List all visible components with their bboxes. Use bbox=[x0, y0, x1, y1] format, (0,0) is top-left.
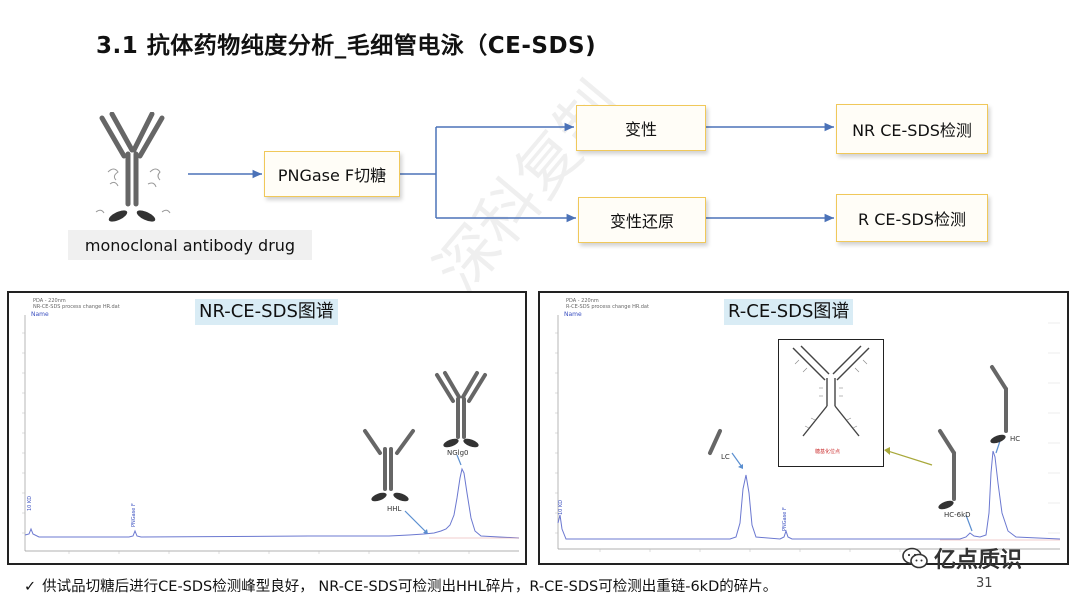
hhl-label: HHL bbox=[387, 505, 402, 513]
brand-name: 亿点质识 bbox=[934, 548, 1023, 573]
nr-detect-box: NR CE-SDS检测 bbox=[836, 104, 988, 154]
chart-header-2: NR-CE-SDS process change HR.dat bbox=[33, 304, 120, 310]
brand-logo: 亿点质识 bbox=[902, 542, 1022, 575]
check-icon: ✓ bbox=[24, 579, 37, 595]
hc-label: HC bbox=[1010, 435, 1021, 443]
lc-label: LC bbox=[721, 453, 730, 461]
footer-note: ✓ 供试品切糖后进行CE-SDS检测峰型良好， NR-CE-SDS可检测出HHL碎… bbox=[24, 575, 777, 596]
chart-header-name: Name bbox=[564, 311, 582, 318]
chart-header-1: PDA - 220nm bbox=[566, 298, 599, 304]
hc-6kd-label: HC-6kD bbox=[944, 511, 971, 519]
antibody-structure-diagram bbox=[792, 345, 870, 437]
peak-label-10kd: 10 KD bbox=[558, 499, 564, 515]
peak-label-10kd: 10 KD bbox=[27, 495, 33, 511]
r-electropherogram bbox=[555, 315, 1061, 552]
peak-label-pngase: PNGase F bbox=[131, 503, 137, 527]
nr-electropherogram bbox=[22, 315, 520, 554]
denature-box: 变性 bbox=[576, 105, 706, 151]
flow-connectors bbox=[188, 122, 834, 223]
denature-reduce-box: 变性还原 bbox=[578, 197, 706, 243]
r-panel-title: R-CE-SDS图谱 bbox=[724, 299, 854, 325]
wechat-icon bbox=[902, 547, 928, 575]
peak-label-pngase: PNGase F bbox=[782, 507, 788, 531]
antibody-label: monoclonal antibody drug bbox=[68, 230, 312, 260]
nr-panel-title: NR-CE-SDS图谱 bbox=[195, 299, 338, 325]
antibody-icon bbox=[95, 112, 171, 222]
footer-text: 供试品切糖后进行CE-SDS检测峰型良好， NR-CE-SDS可检测出HHL碎片… bbox=[42, 579, 778, 595]
glycosylation-inset: 糖基化位点 bbox=[778, 339, 884, 467]
pngase-box: PNGase F切糖 bbox=[264, 151, 400, 197]
r-detect-box: R CE-SDS检测 bbox=[836, 194, 988, 242]
chart-header-2: R-CE-SDS process change HR.dat bbox=[566, 304, 649, 310]
chart-header-name: Name bbox=[31, 311, 49, 318]
ngig0-label: NGlg0 bbox=[447, 449, 469, 457]
page-number: 31 bbox=[976, 576, 993, 591]
chart-header-1: PDA - 220nm bbox=[33, 298, 66, 304]
r-ce-sds-panel: PDA - 220nm R-CE-SDS process change HR.d… bbox=[538, 291, 1069, 565]
nr-ce-sds-panel: PDA - 220nm NR-CE-SDS process change HR.… bbox=[7, 291, 527, 565]
inset-caption: 糖基化位点 bbox=[815, 449, 841, 455]
slide-title: 3.1 抗体药物纯度分析_毛细管电泳（CE-SDS) bbox=[96, 33, 597, 59]
